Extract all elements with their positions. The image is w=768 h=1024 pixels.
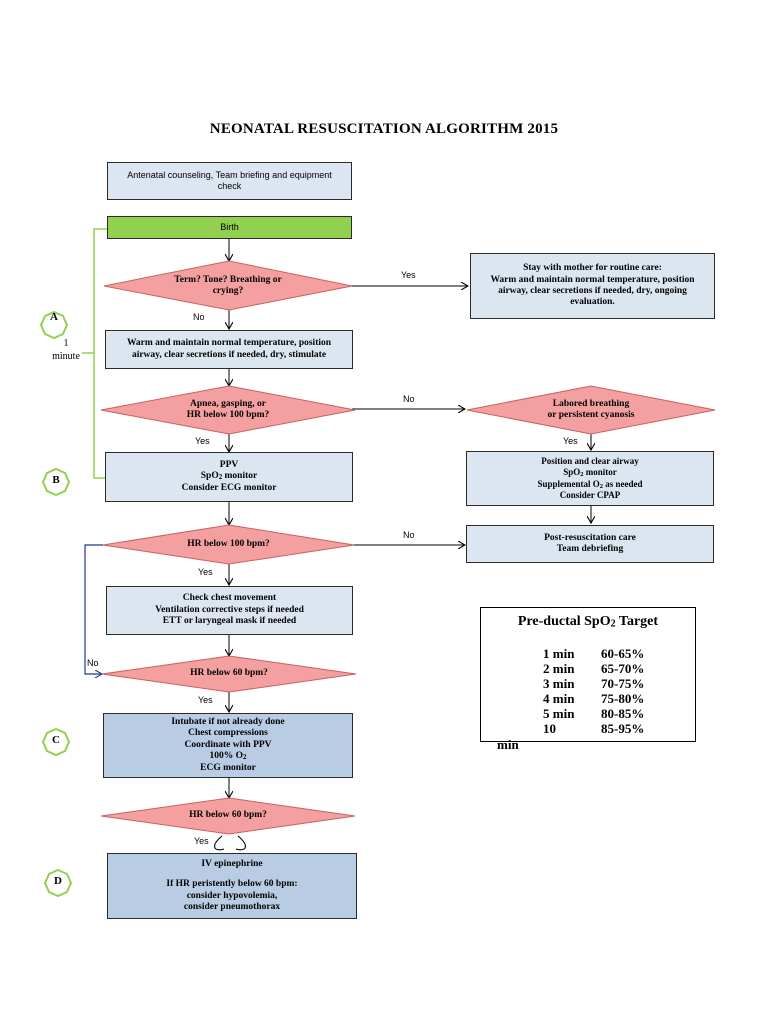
box-ppv: PPV SpO2 monitor Consider ECG monitor — [105, 452, 353, 502]
box-antenatal-text: Antenatal counseling, Team briefing and … — [127, 170, 332, 191]
check-line-1: Check chest movement — [182, 593, 277, 604]
intubate-line-4: 100% O2 — [209, 751, 247, 762]
arrow-hr60b-to-epi — [214, 835, 246, 851]
box-epinephrine: IV epinephrine If HR peristently below 6… — [107, 853, 357, 919]
marker-d-letter: D — [54, 875, 62, 887]
ppv-spo2-line: SpO2 monitor — [200, 471, 258, 482]
marker-b-letter: B — [52, 474, 60, 486]
label-no-loop: No — [87, 658, 99, 668]
box-post-resuscitation: Post-resuscitation care Team debriefing — [466, 525, 714, 563]
decision-hr60b-text: HR below 60 bpm? — [189, 810, 267, 821]
decision-hr60b — [100, 797, 356, 835]
box-position: Position and clear airway SpO2 monitor S… — [466, 451, 714, 506]
position-airway-line: Position and clear airway — [541, 455, 639, 466]
position-cpap-line: Consider CPAP — [559, 490, 621, 501]
marker-b-shape — [41, 467, 71, 497]
marker-c-letter: C — [52, 734, 60, 746]
box-birth: Birth — [107, 216, 352, 239]
label-yes-hr60b: Yes — [194, 836, 209, 846]
label-yes-term: Yes — [401, 270, 416, 280]
check-line-2: Ventilation corrective steps if needed — [155, 604, 304, 615]
box-routine-care: Stay with mother for routine care: Warm … — [470, 253, 715, 319]
spo2-table-title: Pre-ductal SpO2 Target — [517, 614, 659, 630]
decision-labored — [466, 385, 716, 435]
epi-line-2: consider hypovolemia, — [186, 890, 278, 901]
position-spo2-line: SpO2 monitor — [563, 466, 617, 478]
arrow-hr100-no-loop — [84, 544, 103, 674]
box-warm: Warm and maintain normal temperature, po… — [105, 330, 353, 369]
spo2-row-overflow: min — [497, 737, 519, 752]
box-warm-text: Warm and maintain normal temperature, po… — [126, 338, 332, 360]
label-no-hr100: No — [403, 530, 415, 540]
marker-a-shape — [39, 310, 69, 340]
intubate-line-1: Intubate if not already done — [171, 717, 285, 728]
box-antenatal: Antenatal counseling, Team briefing and … — [107, 162, 352, 200]
box-intubate: Intubate if not already done Chest compr… — [103, 713, 353, 778]
decision-term — [103, 260, 353, 311]
routine-care-heading: Stay with mother for routine care: — [523, 263, 662, 274]
epi-heading: IV epinephrine — [201, 859, 263, 869]
label-yes-apnea: Yes — [195, 436, 210, 446]
decision-hr100 — [102, 524, 355, 565]
position-o2-line: Supplemental O2 as needed — [537, 478, 643, 490]
intubate-line-3: Coordinate with PPV — [184, 739, 272, 750]
ppv-label: PPV — [219, 459, 239, 470]
box-check-chest: Check chest movement Ventilation correct… — [106, 586, 353, 635]
intubate-line-5: ECG monitor — [200, 762, 256, 773]
epi-line-3: consider pneumothorax — [183, 902, 281, 913]
label-yes-hr100: Yes — [198, 567, 213, 577]
label-no-term: No — [193, 312, 205, 322]
post-debrief-line: Team debriefing — [556, 544, 624, 554]
marker-a-letter: A — [50, 311, 58, 323]
check-line-3: ETT or laryngeal mask if needed — [162, 616, 297, 627]
decision-hr100-text: HR below 100 bpm? — [187, 539, 270, 550]
decision-apnea — [100, 385, 356, 435]
routine-care-text: Warm and maintain normal temperature, po… — [490, 274, 695, 308]
decision-hr60a — [101, 655, 357, 693]
label-yes-labored: Yes — [563, 436, 578, 446]
ppv-ecg-line: Consider ECG monitor — [181, 482, 277, 493]
decision-hr60a-text: HR below 60 bpm? — [190, 668, 268, 679]
post-care-line: Post-resuscitation care — [544, 532, 636, 543]
intubate-line-2: Chest compressions — [188, 728, 268, 739]
box-birth-text: Birth — [220, 222, 239, 233]
label-yes-hr60a: Yes — [198, 695, 213, 705]
page-title: NEONATAL RESUSCITATION ALGORITHM 2015 — [209, 121, 559, 137]
one-minute-label: 1 minute — [52, 338, 80, 362]
marker-c-shape — [41, 727, 71, 757]
marker-d-shape — [43, 868, 73, 898]
epi-line-1: If HR peristently below 60 bpm: — [166, 879, 298, 890]
label-no-apnea: No — [403, 394, 415, 404]
